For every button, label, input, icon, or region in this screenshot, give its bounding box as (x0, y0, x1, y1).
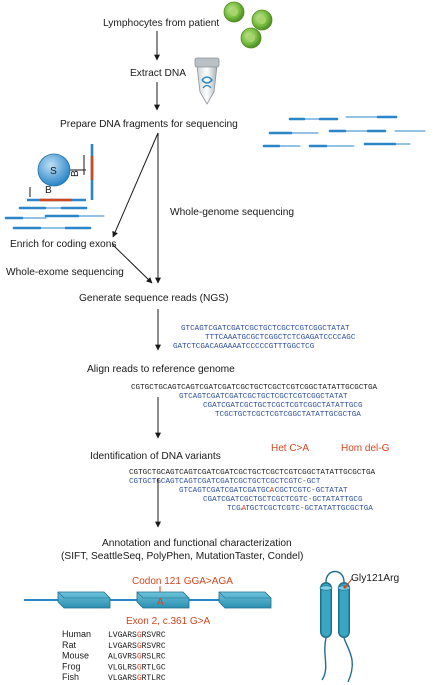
read-sequence-2: TTTCAAATGCGCTCGGCTCTCGAGATCCCCAGC (205, 334, 356, 342)
exon-label: Exon 2, c.361 G>A (126, 616, 211, 627)
protein-helices-icon (319, 570, 353, 683)
protein-sequence: ALGVRSGRSLRC (108, 653, 166, 662)
variant-read-2: GTCAGTCGATCGATCGATGCTCGCTCGTC-GCTATAT (179, 487, 348, 495)
hom-variant-label: Hom del-G (341, 443, 390, 454)
arrow-whole-exome (111, 243, 153, 284)
species-name: Rat (62, 640, 77, 650)
bead-b-label-vertical: B (70, 170, 81, 177)
lymphocyte-cells-icon (223, 1, 273, 49)
step-lymphocytes-label: Lymphocytes from patient (103, 18, 219, 29)
species-name: Mouse (62, 651, 89, 661)
step-extract-label: Extract DNA (130, 68, 186, 79)
variant-read-3: CGATCGATCGCTGCTCGCTCGTC-GCTATATTGCG (203, 496, 363, 504)
dna-tube-icon (194, 57, 220, 105)
codon-label: Codon 121 GGA>AGA (132, 576, 233, 587)
exon-mutation-marker: A (157, 597, 164, 608)
capture-bead-illustration: S B B (27, 144, 94, 202)
step-identify-label: Identification of DNA variants (90, 451, 221, 462)
gene-structure: A (24, 591, 272, 609)
step-align-label: Align reads to reference genome (87, 364, 235, 375)
species-name: Frog (62, 661, 81, 671)
bead-s-label: S (50, 166, 57, 177)
protein-sequence: LVGARSGRSVRC (108, 631, 166, 640)
read-sequence-3: GATCTCGACAGAAAATCCCCCGTTTGGCTCG (173, 343, 315, 351)
het-variant-label: Het C>A (271, 443, 309, 454)
protein-mutation-label: Gly121Arg (351, 573, 399, 584)
species-name: Fish (62, 672, 79, 682)
protein-sequence: LVGARSGRSVRC (108, 642, 166, 651)
bead-b-label-horizontal: B (45, 185, 52, 196)
exon-1 (57, 591, 111, 609)
step-prepare-label: Prepare DNA fragments for sequencing (60, 119, 238, 130)
step-annotation-label: Annotation and functional characterizati… (102, 538, 292, 549)
mutant-base-read-2: A (270, 487, 275, 495)
protein-sequence: VLGARSGRTLRC (108, 674, 166, 683)
exon-fragments-icon (4, 206, 105, 230)
aligned-read-3: TCGCTGCTCGCTCGTCGGCTATATTGCGCTGA (215, 411, 361, 419)
variant-read-1: CGTGCTGCAGTCAGTCGATCGATCGCTGCTCGCTCGTC-G… (129, 478, 321, 486)
annotation-tools-label: (SIFT, SeattleSeq, PolyPhen, MutationTas… (61, 551, 303, 562)
variant-reference-sequence: CGTGCTGCAGTCAGTCGATCGATCGCTGCTCGCTCGTCGG… (129, 469, 376, 477)
enrich-label: Enrich for coding exons (10, 239, 116, 250)
het-variant-markers: A A (241, 485, 275, 513)
species-name: Human (62, 629, 91, 639)
step-generate-label: Generate sequence reads (NGS) (79, 293, 229, 304)
protein-sequence: VLGLRSGRTLGC (108, 663, 166, 672)
mutant-base-read-4: A (242, 505, 247, 513)
variant-read-4: TCGATGCTCGCTCGTC-GCTATATTGCGCTGA (227, 505, 373, 513)
exon-2 (136, 591, 190, 609)
read-sequence-1: GTCAGTCGATCGATCGCTGCTCGCTCGTCGGCTATAT (181, 325, 350, 333)
exon-3 (218, 591, 272, 609)
whole-genome-label: Whole-genome sequencing (170, 207, 294, 218)
aligned-read-2: CGATCGATCGCTGCTCGCTCGTCGGCTATATTGCG (203, 402, 363, 410)
aligned-read-1: GTCAGTCGATCGATCGCTGCTCGCTCGTCGGCTATAT (179, 393, 348, 401)
dna-fragments-icon (262, 115, 426, 148)
arrow-to-enrich (112, 132, 159, 238)
whole-exome-label: Whole-exome sequencing (6, 267, 124, 278)
reference-sequence: CGTGCTGCAGTCAGTCGATCGATCGCTGCTCGCTCGTCGG… (131, 384, 378, 392)
